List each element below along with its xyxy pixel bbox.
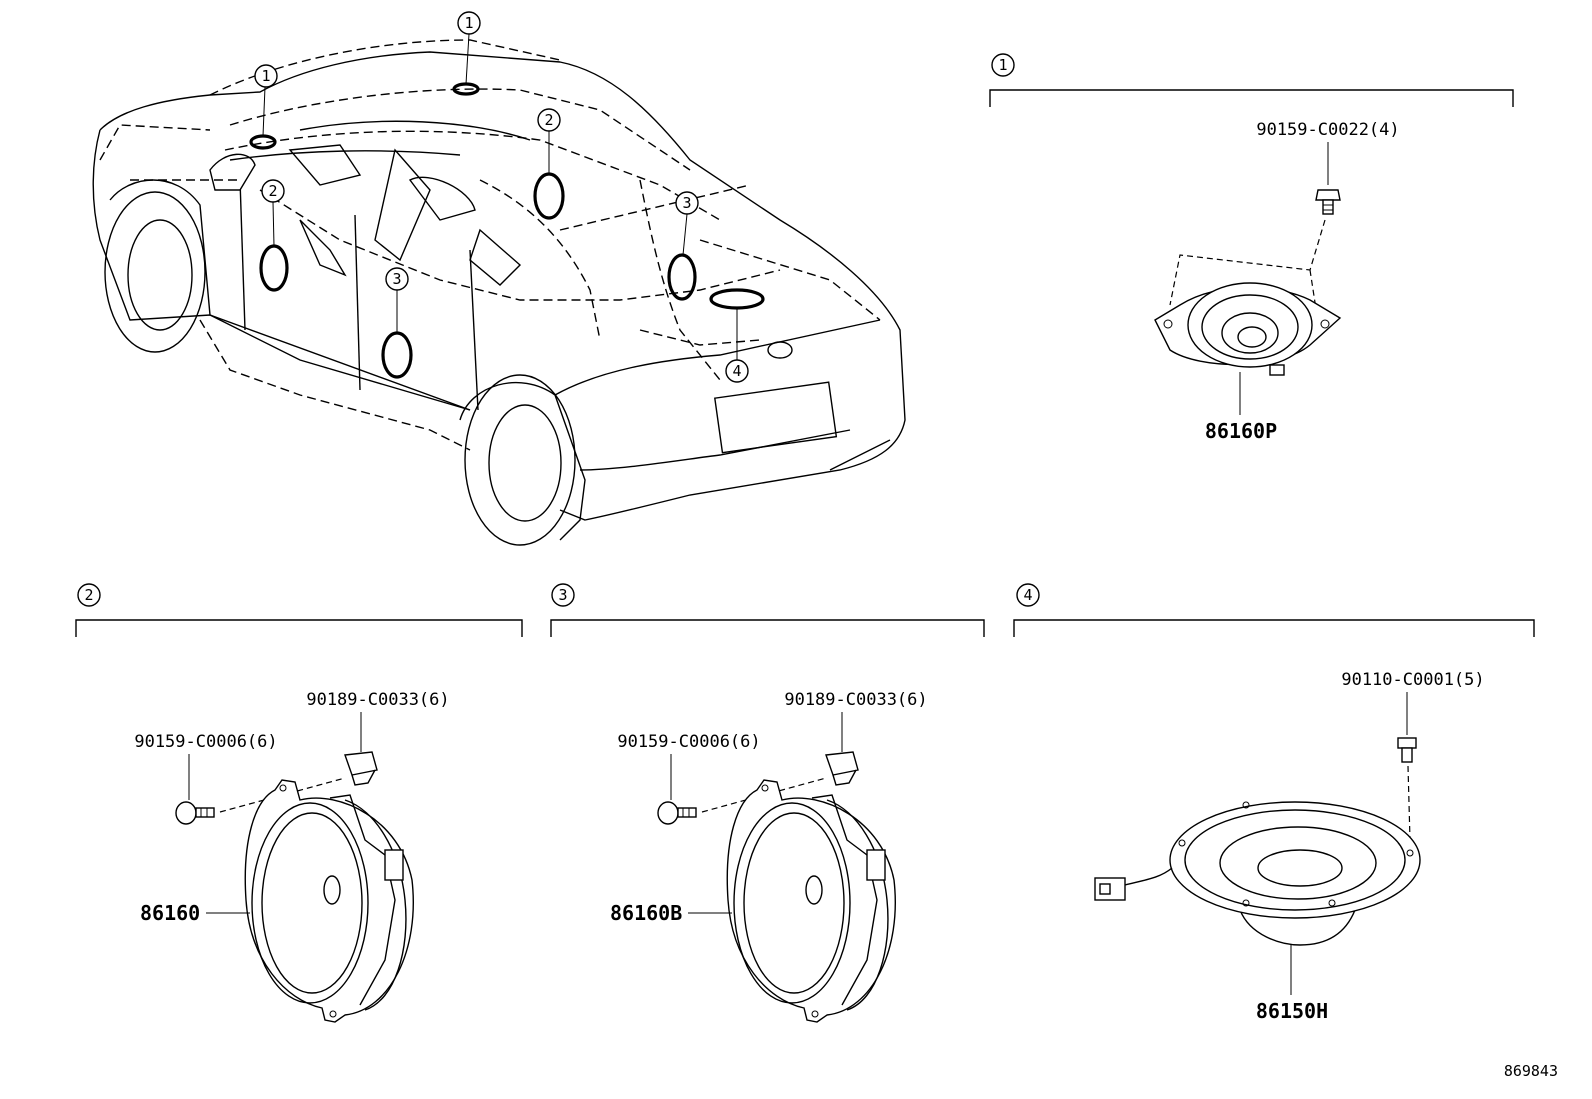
part-label-screw-g2: 90159-C0006(6) <box>134 732 277 752</box>
svg-text:2: 2 <box>544 111 553 129</box>
screw-icon <box>1397 737 1417 763</box>
callout-2-front-door-left: 2 <box>261 179 285 203</box>
part-label-screw-g4: 90110-C0001(5) <box>1341 670 1484 690</box>
callout-1-roof-right: 1 <box>457 11 481 35</box>
tweeter-speaker-icon <box>1154 282 1342 376</box>
group-4-index-circle <box>1016 583 1040 607</box>
group-1-index: 1 <box>998 56 1007 74</box>
svg-text:3: 3 <box>682 194 691 212</box>
group-2-bracket <box>75 619 523 637</box>
group-4-bracket <box>1013 619 1535 637</box>
screw-icon <box>657 801 697 825</box>
callout-3-rear-door-left: 3 <box>385 267 409 291</box>
speaker-location-marker <box>381 331 413 379</box>
callout-3-rear-door-right: 3 <box>675 191 699 215</box>
svg-text:2: 2 <box>268 182 277 200</box>
vehicle-overview-illustration: 1 1 2 2 3 3 4 <box>92 11 906 546</box>
part-label-speaker-g3: 86160B <box>610 901 682 925</box>
clip-icon <box>825 751 859 786</box>
clip-icon <box>344 751 378 786</box>
speaker-location-marker <box>667 253 697 301</box>
callout-1-roof-left: 1 <box>254 64 278 88</box>
group-3-index: 3 <box>558 586 567 604</box>
group-2-index-circle <box>77 583 101 607</box>
svg-text:1: 1 <box>464 14 473 32</box>
group-2-index: 2 <box>84 586 93 604</box>
part-label-speaker-g1: 86160P <box>1205 419 1277 443</box>
part-label-clip-g3: 90189-C0033(6) <box>784 690 927 710</box>
group-2-front-door-speaker: 2 90189-C0033(6) 90159-C0006(6) <box>75 583 523 1023</box>
group-3-rear-door-speaker: 3 90189-C0033(6) 90159-C0006(6) <box>550 583 985 1023</box>
part-label-screw-g1: 90159-C0022(4) <box>1256 120 1399 140</box>
woofer-speaker-icon <box>1094 801 1421 946</box>
diagram-reference-number: 869843 <box>1504 1062 1558 1080</box>
part-label-speaker-g2: 86160 <box>140 901 200 925</box>
svg-text:4: 4 <box>732 362 741 380</box>
part-label-speaker-g4: 86150H <box>1256 999 1328 1023</box>
group-4-rear-deck-speaker: 4 90110-C0001(5) 86150H <box>1013 583 1535 1023</box>
group-3-bracket <box>550 619 985 637</box>
part-label-clip-g2: 90189-C0033(6) <box>306 690 449 710</box>
svg-text:3: 3 <box>392 270 401 288</box>
group-4-index: 4 <box>1023 586 1032 604</box>
door-speaker-icon <box>726 779 896 1023</box>
screw-icon <box>1315 189 1341 215</box>
part-label-screw-g3: 90159-C0006(6) <box>617 732 760 752</box>
screw-icon <box>175 801 215 825</box>
door-speaker-icon <box>244 779 414 1023</box>
speaker-location-marker <box>533 172 565 220</box>
speaker-location-marker <box>709 288 765 310</box>
group-1-index-circle <box>991 53 1015 77</box>
callout-4-rear-deck: 4 <box>725 359 749 383</box>
group-1-bracket <box>989 89 1514 107</box>
callout-2-front-door-right: 2 <box>537 108 561 132</box>
speaker-location-marker <box>259 244 289 292</box>
group-3-index-circle <box>551 583 575 607</box>
group-1-tweeter-assembly: 1 90159-C0022(4) 86160P <box>989 53 1514 443</box>
svg-text:1: 1 <box>261 67 270 85</box>
